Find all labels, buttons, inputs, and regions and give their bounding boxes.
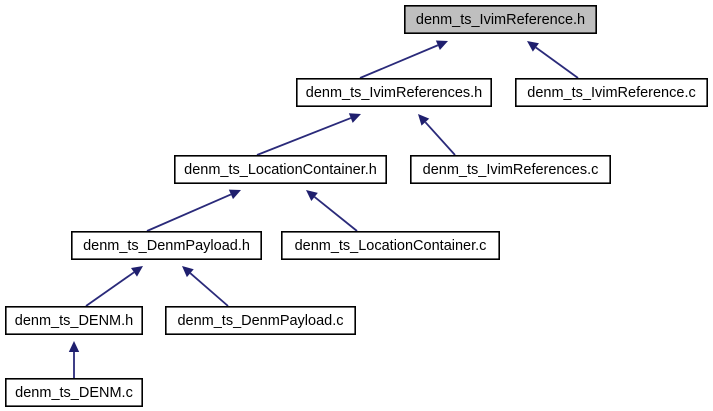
- node-box[interactable]: [409, 155, 611, 185]
- edge-line: [85, 271, 135, 307]
- node-ivimreference_h[interactable]: denm_ts_IvimReference.h: [403, 5, 597, 34]
- edge-ivimreferences_c-to-ivimreferences_h: [418, 114, 456, 156]
- edge-ivimreference_c-to-ivimreference_h: [527, 41, 579, 79]
- edge-line: [535, 46, 579, 79]
- edge-line: [424, 121, 456, 156]
- node-box[interactable]: [71, 231, 262, 261]
- node-box[interactable]: [5, 377, 143, 407]
- edge-denmpayload_c-to-denmpayload_h: [182, 266, 229, 307]
- node-box[interactable]: [295, 78, 492, 108]
- edge-layer: [68, 40, 579, 378]
- node-label: denm_ts_DENM.h: [15, 313, 133, 329]
- node-label: denm_ts_LocationContainer.c: [295, 238, 487, 254]
- node-ivimreferences_h[interactable]: denm_ts_IvimReferences.h: [295, 78, 492, 108]
- node-label: denm_ts_IvimReference.c: [527, 85, 695, 101]
- node-label: denm_ts_IvimReferences.c: [423, 162, 599, 178]
- arrow-head-icon: [182, 266, 194, 278]
- edge-denm_h-to-denmpayload_h: [85, 266, 143, 307]
- node-label: denm_ts_LocationContainer.h: [184, 162, 377, 178]
- arrow-head-icon: [418, 114, 430, 126]
- arrow-head-icon: [68, 341, 80, 352]
- edge-ivimreferences_h-to-ivimreference_h: [359, 40, 448, 79]
- node-ivimreferences_c[interactable]: denm_ts_IvimReferences.c: [409, 155, 611, 185]
- edge-locationcontainer_h-to-ivimreferences_h: [256, 113, 361, 156]
- arrow-head-icon: [306, 190, 318, 201]
- node-box[interactable]: [514, 78, 708, 108]
- node-ivimreference_c[interactable]: denm_ts_IvimReference.c: [514, 78, 708, 108]
- node-box[interactable]: [403, 5, 597, 34]
- edge-line: [146, 193, 232, 232]
- node-box[interactable]: [174, 155, 387, 185]
- node-box[interactable]: [280, 231, 500, 261]
- edge-line: [256, 117, 352, 156]
- node-label: denm_ts_IvimReferences.h: [306, 85, 483, 101]
- node-label: denm_ts_DenmPayload.h: [83, 238, 250, 254]
- node-denm_h[interactable]: denm_ts_DENM.h: [5, 305, 143, 335]
- node-box[interactable]: [5, 305, 143, 335]
- edge-line: [359, 44, 439, 79]
- arrow-head-icon: [131, 266, 143, 277]
- node-denmpayload_h[interactable]: denm_ts_DenmPayload.h: [71, 231, 262, 261]
- arrow-head-icon: [348, 113, 361, 123]
- arrow-head-icon: [527, 41, 539, 52]
- node-layer: denm_ts_IvimReference.h denm_ts_IvimRefer…: [5, 5, 708, 407]
- edge-denm_c-to-denm_h: [68, 341, 80, 378]
- node-denmpayload_c[interactable]: denm_ts_DenmPayload.c: [165, 305, 356, 335]
- node-locationcontainer_h[interactable]: denm_ts_LocationContainer.h: [174, 155, 387, 185]
- node-label: denm_ts_DENM.c: [15, 385, 133, 401]
- edge-line: [314, 196, 358, 232]
- edge-locationcontainer_c-to-locationcontainer_h: [306, 190, 358, 232]
- node-locationcontainer_c[interactable]: denm_ts_LocationContainer.c: [280, 231, 500, 261]
- node-label: denm_ts_DenmPayload.c: [177, 313, 343, 329]
- node-denm_c[interactable]: denm_ts_DENM.c: [5, 377, 143, 407]
- node-box[interactable]: [165, 305, 356, 335]
- arrow-head-icon: [435, 40, 448, 51]
- edge-denmpayload_h-to-locationcontainer_h: [146, 189, 241, 232]
- arrow-head-icon: [228, 189, 241, 200]
- edge-line: [189, 272, 229, 307]
- node-label: denm_ts_IvimReference.h: [416, 12, 585, 28]
